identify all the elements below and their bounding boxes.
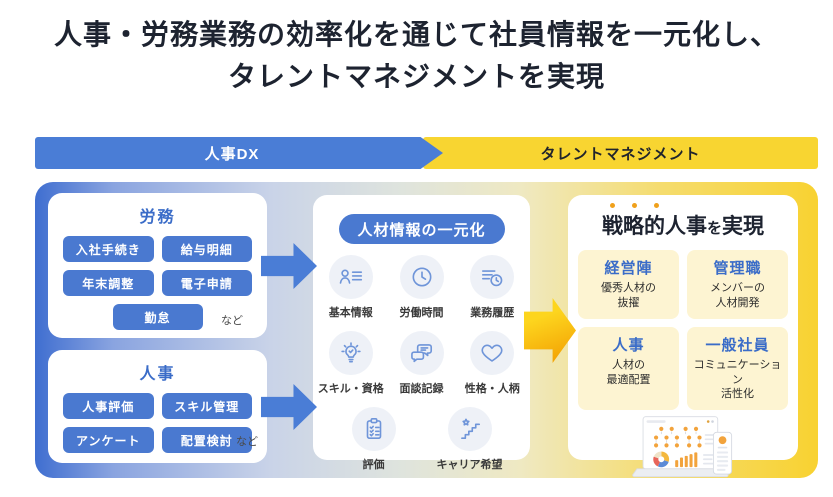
stakeholder-card-desc: 優秀人材の 抜擢 [580, 281, 677, 311]
title-line-1: 人事・労務業務の効率化を通じて社員情報を一元化し、 [53, 19, 779, 50]
heart-icon [470, 331, 515, 375]
stakeholder-card-executives: 経営陣 優秀人材の 抜擢 [578, 250, 679, 319]
info-item-personality: 性格・人柄 [459, 331, 525, 396]
clipboard-check-icon [351, 407, 396, 451]
info-item-label: 評価 [362, 459, 385, 471]
chat-bubbles-icon [399, 331, 444, 375]
icon-row-3: 評価 キャリア希望 [313, 407, 530, 472]
stakeholder-card-desc: 人材の 最適配置 [580, 358, 677, 388]
desc-line: メンバーの [710, 282, 765, 294]
stakeholder-card-employees: 一般社員 コミュニケーション 活性化 [687, 326, 788, 411]
info-item-evaluation: 評価 [341, 407, 407, 472]
desc-line: 活性化 [721, 388, 754, 401]
labor-task-pill: 給与明細 [161, 236, 252, 262]
info-item-label: 面談記録 [399, 383, 444, 395]
dashboard-illustration [568, 415, 798, 481]
labor-last-row: 勤怠 など [48, 304, 267, 330]
strategic-hr-tail: 実現 [722, 215, 764, 238]
hr-task-pill: アンケート [63, 427, 154, 453]
desc-line: 抜擢 [617, 296, 640, 309]
talent-info-heading: 人材情報の一元化 [338, 214, 505, 244]
banner-hr-dx-label: 人事DX [204, 145, 260, 163]
lightbulb-check-icon [328, 331, 373, 375]
labor-task-pill: 年末調整 [63, 270, 154, 296]
stakeholder-card-title: 一般社員 [705, 336, 770, 354]
emphasis-dot [609, 203, 615, 208]
icon-row-2: スキル・資格 面談記録 性格・人柄 [313, 331, 530, 396]
title-line-2: タレントマネジメントを実現 [227, 61, 605, 92]
stakeholder-card-title: 経営陣 [604, 260, 653, 277]
labor-task-pill: 入社手続き [63, 236, 154, 262]
hr-task-pill: スキル管理 [161, 393, 252, 419]
stakeholder-card-desc: メンバーの 人材開発 [689, 281, 786, 311]
desc-line: コミュニケーション [693, 358, 782, 386]
flow-container: 労務 入社手続き 給与明細 年末調整 電子申請 勤怠 など 人事 人事評価 スキ… [35, 182, 818, 478]
labor-buttons: 入社手続き 給与明細 年末調整 電子申請 [63, 236, 252, 296]
arrow-labor-to-center-icon [261, 243, 317, 289]
hr-task-pill: 人事評価 [63, 393, 154, 419]
info-item-history: 業務履歴 [459, 255, 525, 320]
hr-tasks-card: 人事 人事評価 スキル管理 アンケート 配置検討 など [48, 350, 267, 463]
arrow-hr-to-center-icon [261, 384, 317, 430]
clock-icon [399, 255, 444, 299]
info-item-label: 性格・人柄 [464, 383, 520, 395]
stakeholder-card-managers: 管理職 メンバーの 人材開発 [687, 250, 788, 319]
stakeholder-card-hr: 人事 人材の 最適配置 [578, 326, 679, 411]
banner-talent-management: タレントマネジメント [423, 137, 818, 169]
desc-line: 人材の [612, 358, 645, 371]
info-item-label: 労働時間 [399, 307, 444, 319]
labor-task-pill: 勤怠 [112, 304, 203, 330]
strategic-hr-emphasized: 戦略的人事 [601, 215, 707, 238]
labor-heading: 労務 [139, 209, 176, 226]
hr-etc-label: など [236, 436, 258, 448]
strategic-hr-heading: 戦略的人事を実現 [568, 203, 798, 240]
info-item-label: 業務履歴 [470, 307, 515, 319]
info-item-label: キャリア希望 [436, 459, 503, 471]
desc-line: 人材開発 [715, 296, 760, 309]
icon-row-1: 基本情報 労働時間 業務履歴 [313, 255, 530, 320]
career-steps-star-icon [447, 407, 492, 451]
profile-list-icon [328, 255, 373, 299]
stakeholder-cards: 経営陣 優秀人材の 抜擢 管理職 メンバーの 人材開発 人事 [578, 250, 788, 411]
labor-task-pill: 電子申請 [161, 270, 252, 296]
info-item-label: 基本情報 [328, 307, 373, 319]
hr-heading: 人事 [139, 366, 176, 383]
labor-etc-label: など [221, 315, 243, 327]
talent-info-card: 人材情報の一元化 基本情報 労働時間 [313, 195, 530, 471]
desc-line: 最適配置 [606, 373, 651, 386]
strategic-hr-particle: を [706, 220, 722, 237]
banner-hr-dx-arrow: 人事DX [35, 137, 443, 169]
emphasis-dot [653, 203, 659, 208]
hr-dx-infographic: 人事・労務業務の効率化を通じて社員情報を一元化し、 タレントマネジメントを実現 … [0, 0, 833, 478]
info-item-worktime: 労働時間 [389, 255, 455, 320]
info-item-career: キャリア希望 [437, 407, 503, 472]
hr-task-pill: 配置検討 [161, 427, 252, 453]
desc-line: 優秀人材の [601, 282, 656, 294]
stakeholder-card-title: 管理職 [713, 260, 762, 277]
info-item-skill: スキル・資格 [318, 331, 384, 396]
phase-banner: タレントマネジメント 人事DX [35, 137, 818, 169]
banner-talent-management-label: タレントマネジメント [540, 145, 701, 163]
stakeholder-card-desc: コミュニケーション 活性化 [689, 358, 786, 403]
page-title: 人事・労務業務の効率化を通じて社員情報を一元化し、 タレントマネジメントを実現 [0, 0, 833, 98]
laptop-phone-graphic [632, 416, 733, 478]
labor-tasks-card: 労務 入社手続き 給与明細 年末調整 電子申請 勤怠 など [48, 193, 267, 338]
strategic-hr-card: 戦略的人事を実現 経営陣 優秀人材の 抜擢 管理職 メンバーの 人材開発 [568, 195, 798, 478]
hr-buttons: 人事評価 スキル管理 アンケート 配置検討 [63, 393, 252, 453]
strategic-hr-heading-inner: 戦略的人事を実現 [601, 203, 764, 240]
info-item-interview: 面談記録 [389, 331, 455, 396]
info-item-label: スキル・資格 [317, 383, 384, 395]
stakeholder-card-title: 人事 [612, 336, 645, 354]
info-item-basic: 基本情報 [318, 255, 384, 320]
history-list-icon [470, 255, 515, 299]
emphasis-dot [631, 203, 637, 208]
